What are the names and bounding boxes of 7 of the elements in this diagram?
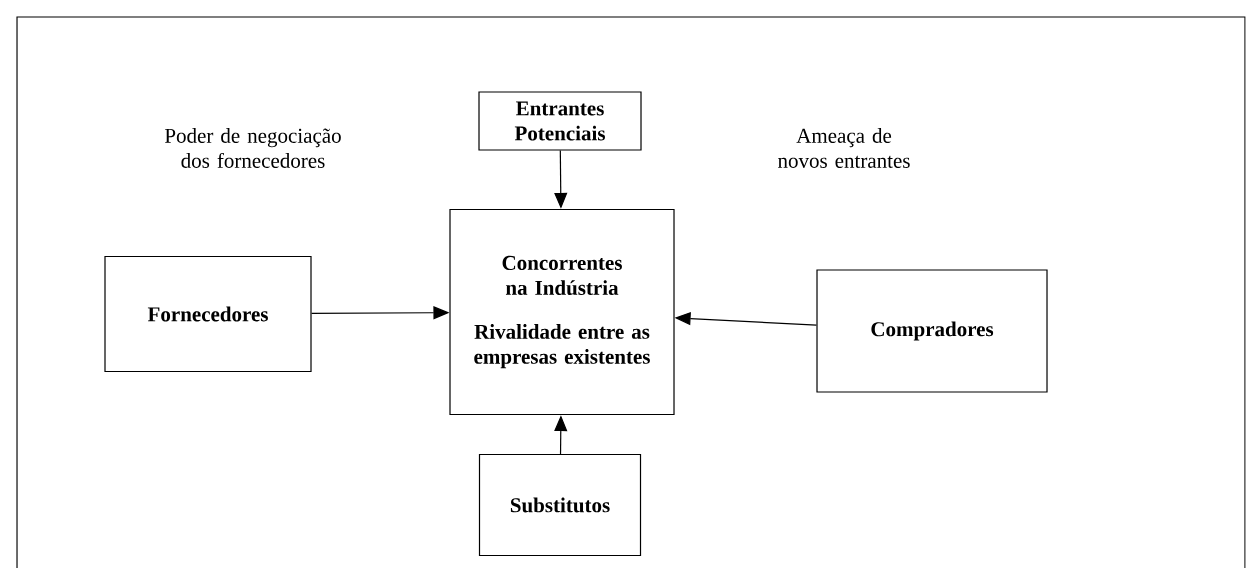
box: Compradores — [816, 269, 1048, 393]
box: Fornecedores — [104, 255, 312, 373]
box: Substitutos — [478, 453, 642, 557]
box: Concorrentes na Indústria Rivalidade entre as empresas existentes — [449, 208, 675, 416]
annotation: Ameaça de novos entrantes — [778, 128, 910, 168]
box: Entrantes Potenciais — [478, 91, 642, 151]
annotation: Poder de negociação dos fornecedores — [165, 128, 341, 168]
